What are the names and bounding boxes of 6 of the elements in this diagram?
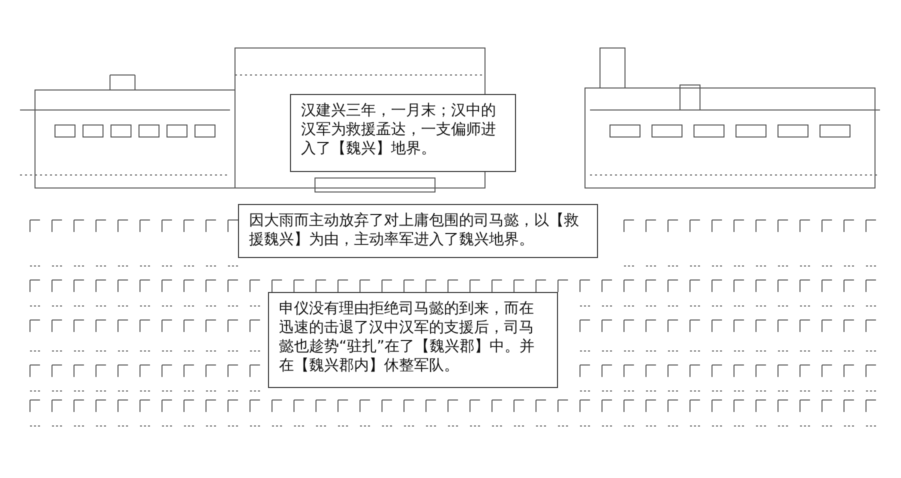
narration-box	[238, 204, 598, 258]
narration-box	[268, 292, 558, 388]
narration-text: 汉建兴三年，一月末；汉中的汉军为救援孟达，一支偏师进入了【魏兴】地界。	[301, 101, 497, 158]
narration-box	[290, 94, 516, 172]
narration-text: 申仪没有理由拒绝司马懿的到来，而在迅速的击退了汉中汉军的支援后，司马懿也趁势“驻扎”在了【魏兴郡】中。并在【魏兴郡内】休整军队。	[279, 299, 536, 375]
narration-text: 因大雨而主动放弃了对上庸包围的司马懿，以【救援魏兴】为由，主动率军进入了魏兴地界。	[249, 211, 580, 249]
